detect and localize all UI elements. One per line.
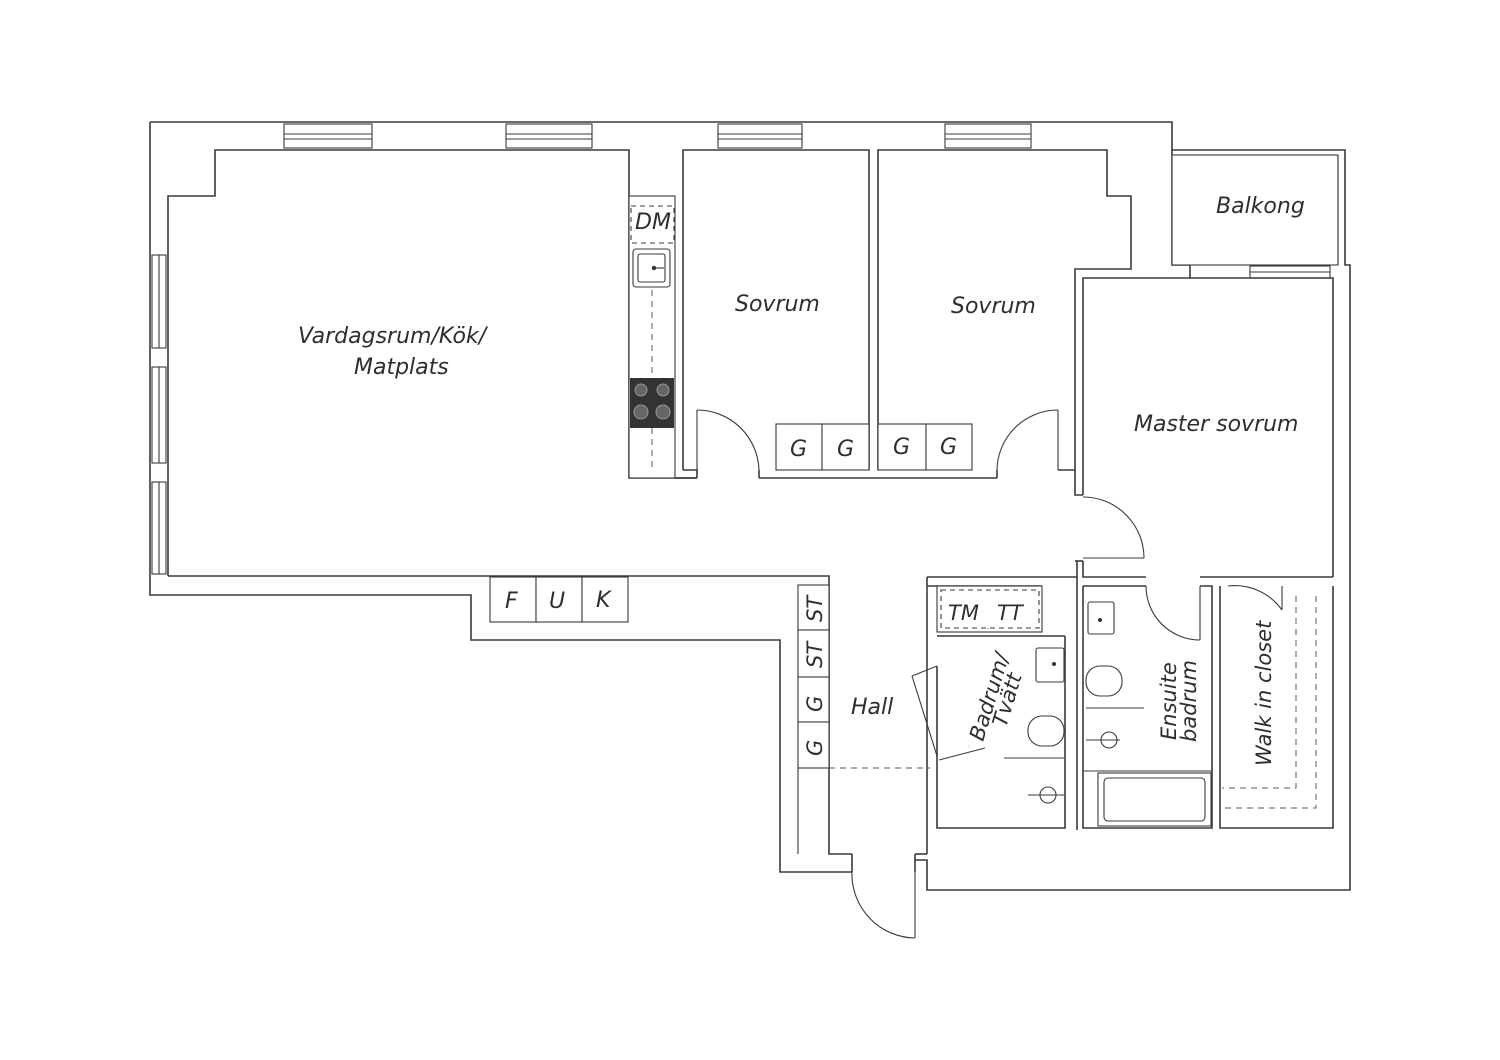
kitchen-counter: DM [628,195,676,479]
balcony [1171,150,1339,279]
bedroom-1-label: Sovrum [735,292,820,317]
wardrobe-label: G [803,696,827,712]
room-labels: Vardagsrum/Kök/ Matplats Sovrum Sovrum B… [298,194,1305,766]
toilet-icon [1085,665,1123,697]
window [505,123,593,149]
window [717,123,803,149]
fridge-label: F [505,589,518,614]
washbasin-icon [1087,601,1115,635]
living-room-label: Vardagsrum/Kök/ [298,324,489,349]
balcony-label: Balkong [1216,194,1305,219]
storage-label: ST [803,640,827,668]
tumble-label: TT [997,601,1025,625]
window [944,123,1032,149]
wardrobe-label: G [803,740,827,756]
toilet-icon [1027,715,1065,747]
dishwasher [630,205,675,244]
bathroom-laundry: TM TT [911,585,1066,829]
wardrobe-label: G [940,435,957,460]
wardrobes-bedroom-1: G G [775,423,870,471]
wardrobes-bedroom-2: G G [877,423,973,471]
master-bedroom-label: Master sovrum [1134,412,1298,437]
freezer-label: K [596,588,612,613]
hall-storage: ST ST G G [797,584,930,854]
windows [151,123,1331,575]
dryer-label: TM [948,601,979,625]
walk-in-closet-label: Walk in closet [1252,620,1276,766]
storage-label: ST [803,594,827,622]
bedroom-2-walls [869,149,1132,479]
entrance-door [851,854,916,939]
ensuite-label: Ensuite [1157,662,1181,740]
wardrobe-label: G [837,437,854,462]
appliances-fuk: F U K [489,576,629,623]
washbasin-icon [1035,647,1065,683]
hall-label: Hall [851,695,893,720]
bedroom-2-label: Sovrum [951,294,1036,319]
outer-walls [149,121,1351,891]
living-room-label-2: Matplats [354,355,449,380]
window [283,123,373,149]
ensuite-label-2: badrum [1177,660,1201,742]
ensuite-bathroom [1082,585,1213,829]
master-bedroom-walls [1074,277,1334,578]
dishwasher-label: DM [635,210,671,235]
wardrobe-label: G [893,435,910,460]
pantry-label: U [549,589,565,614]
wardrobe-label: G [790,437,807,462]
walk-in-closet [1219,585,1334,829]
bedroom-1-walls [675,149,870,479]
